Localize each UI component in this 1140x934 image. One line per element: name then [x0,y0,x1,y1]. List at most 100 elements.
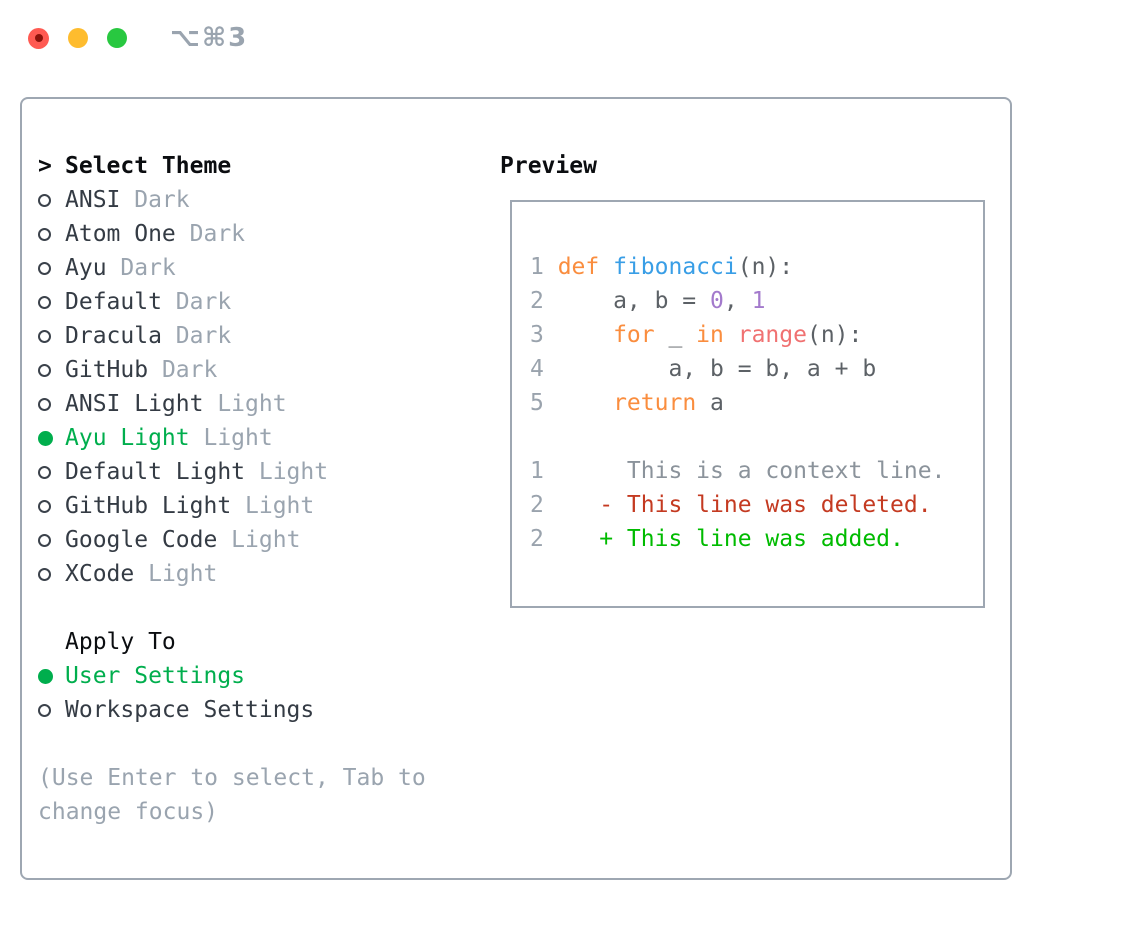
option-label: Default [65,289,162,315]
minimize-button-icon[interactable] [68,28,88,48]
code-segment-del: - This line was deleted. [557,492,932,518]
preview-line: 1 This is a context line. [530,454,983,488]
option-variant-label: Light [134,561,218,587]
option-label: GitHub [65,357,149,383]
line-number: 1 [530,458,544,484]
option-label: XCode [65,561,135,587]
theme-option-default[interactable]: Default Dark [38,285,328,319]
option-variant-label: Dark [148,357,218,383]
apply-to-header: Apply To [38,625,314,659]
code-segment-add: + This line was added. [557,526,904,552]
code-segment-plain: a, b = [557,288,711,314]
apply-option-user-settings[interactable]: User Settings [38,659,314,693]
code-segment-plain [558,322,613,348]
preview-line: 2 a, b = 0, 1 [530,284,983,318]
theme-list-title: Select Theme [65,153,232,179]
radio-icon [38,703,51,717]
option-label: ANSI Light [65,391,204,417]
theme-option-google-code[interactable]: Google Code Light [38,523,328,557]
close-button-icon[interactable] [28,27,49,49]
apply-to-title: Apply To [65,629,176,655]
code-segment-kw: def [557,254,600,280]
zoom-button-icon[interactable] [107,28,127,48]
radio-selected-icon [38,430,53,446]
radio-selected-icon [38,668,53,684]
option-variant-label: Light [189,425,273,451]
preview-line: 2 + This line was added. [530,522,983,556]
option-variant-label: Dark [120,187,190,213]
radio-icon [38,397,51,411]
theme-option-dracula[interactable]: Dracula Dark [38,319,328,353]
preview-line: 3 for _ in range(n): [530,318,983,352]
radio-icon [38,533,51,547]
line-number: 3 [530,322,544,348]
line-number: 4 [530,356,544,382]
code-segment-kw: return [613,390,697,416]
preview-line: 5 return a [530,386,983,420]
radio-icon [38,499,51,513]
keyboard-shortcut-label: ⌥⌘3 [170,23,249,53]
theme-option-ayu[interactable]: Ayu Dark [38,251,328,285]
code-segment-plain [558,390,613,416]
option-variant-label: Light [203,391,287,417]
option-variant-label: Light [231,493,315,519]
option-variant-label: Dark [161,289,232,315]
code-segment-plain: (n): [806,322,863,348]
code-segment-call: range [737,322,807,348]
option-variant-label: Dark [175,221,246,247]
hint-line-1: (Use Enter to select, Tab to [38,765,426,791]
code-segment-num: 1 [751,288,766,314]
option-label: Default Light [65,459,246,485]
titlebar: ⌥⌘3 [28,23,248,53]
radio-icon [38,567,51,581]
code-segment-plain: , [723,288,752,314]
code-segment-kw: in [696,322,724,348]
hint-line-2: change focus) [38,799,219,825]
option-label: Ayu Light [65,425,190,451]
code-segment-plain: a, b = b, a + b [557,356,877,382]
theme-option-ayu-light[interactable]: Ayu Light Light [38,421,328,455]
option-label: Workspace Settings [65,697,315,723]
preview-line: 2 - This line was deleted. [530,488,983,522]
preview-line: 4 a, b = b, a + b [530,352,983,386]
theme-option-xcode[interactable]: XCode Light [38,557,328,591]
radio-icon [38,295,51,309]
option-variant-label: Dark [106,255,176,281]
radio-icon [38,465,51,479]
theme-option-default-light[interactable]: Default Light Light [38,455,328,489]
code-segment-kw: for [613,322,655,348]
radio-icon [38,227,51,241]
theme-list-header: > Select Theme [38,149,328,183]
line-number: 2 [530,492,544,518]
theme-option-ansi[interactable]: ANSI Dark [38,183,328,217]
line-number: 2 [530,288,544,314]
code-segment-plain [724,322,738,348]
theme-option-atom-one[interactable]: Atom One Dark [38,217,328,251]
option-label: Ayu [65,255,107,281]
option-label: User Settings [65,663,246,689]
option-variant-label: Light [217,527,301,553]
line-number: 1 [530,254,544,280]
hint-text: (Use Enter to select, Tab to change focu… [38,761,426,829]
apply-option-workspace-settings[interactable]: Workspace Settings [38,693,314,727]
radio-icon [38,193,51,207]
theme-option-ansi-light[interactable]: ANSI Light Light [38,387,328,421]
option-label: Atom One [65,221,176,247]
preview-line [530,420,983,454]
theme-option-github[interactable]: GitHub Dark [38,353,328,387]
theme-option-github-light[interactable]: GitHub Light Light [38,489,328,523]
option-variant-label: Dark [161,323,232,349]
selection-cursor: > [38,153,52,179]
option-label: ANSI [65,187,121,213]
code-segment-ctx: This is a context line. [557,458,946,484]
radio-icon [38,363,51,377]
preview-title: Preview [500,153,597,179]
code-segment-fn: fibonacci [613,254,738,280]
line-number: 5 [530,390,544,416]
radio-icon [38,329,51,343]
